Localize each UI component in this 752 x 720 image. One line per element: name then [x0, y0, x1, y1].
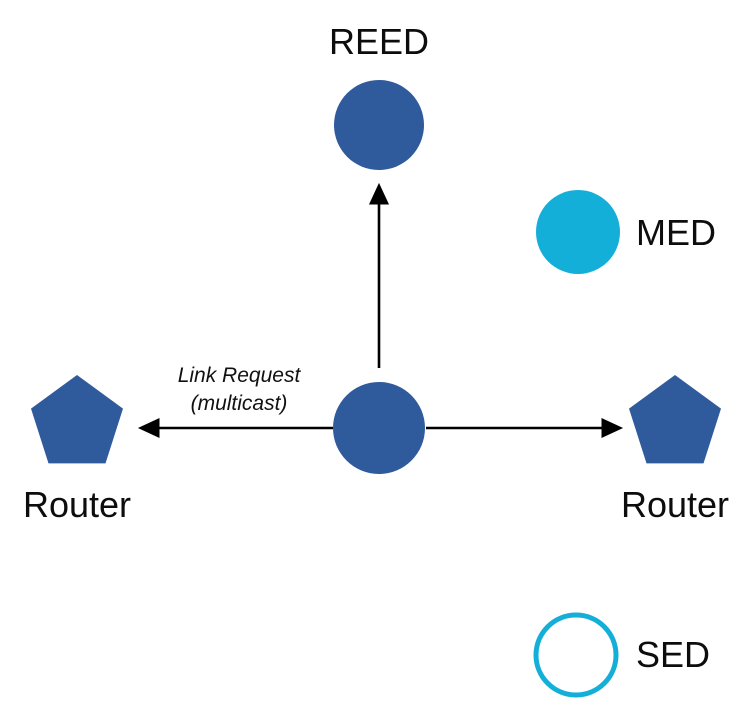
node-reed-circle[interactable] [334, 80, 424, 170]
node-reed-label: REED [329, 21, 429, 62]
node-router-left-label: Router [23, 484, 131, 525]
node-leader-circle[interactable] [333, 382, 425, 474]
node-sed-label: SED [636, 634, 710, 675]
node-med-label: MED [636, 212, 716, 253]
edge-label-link-request-line1: Link Request [178, 364, 302, 387]
node-router-right-label: Router [621, 484, 729, 525]
node-med-circle[interactable] [536, 190, 620, 274]
node-sed-circle[interactable] [533, 612, 619, 698]
node-router-left-pentagon[interactable] [31, 375, 123, 464]
edge-label-link-request-line2: (multicast) [191, 392, 288, 415]
node-router-right-pentagon[interactable] [629, 375, 721, 464]
